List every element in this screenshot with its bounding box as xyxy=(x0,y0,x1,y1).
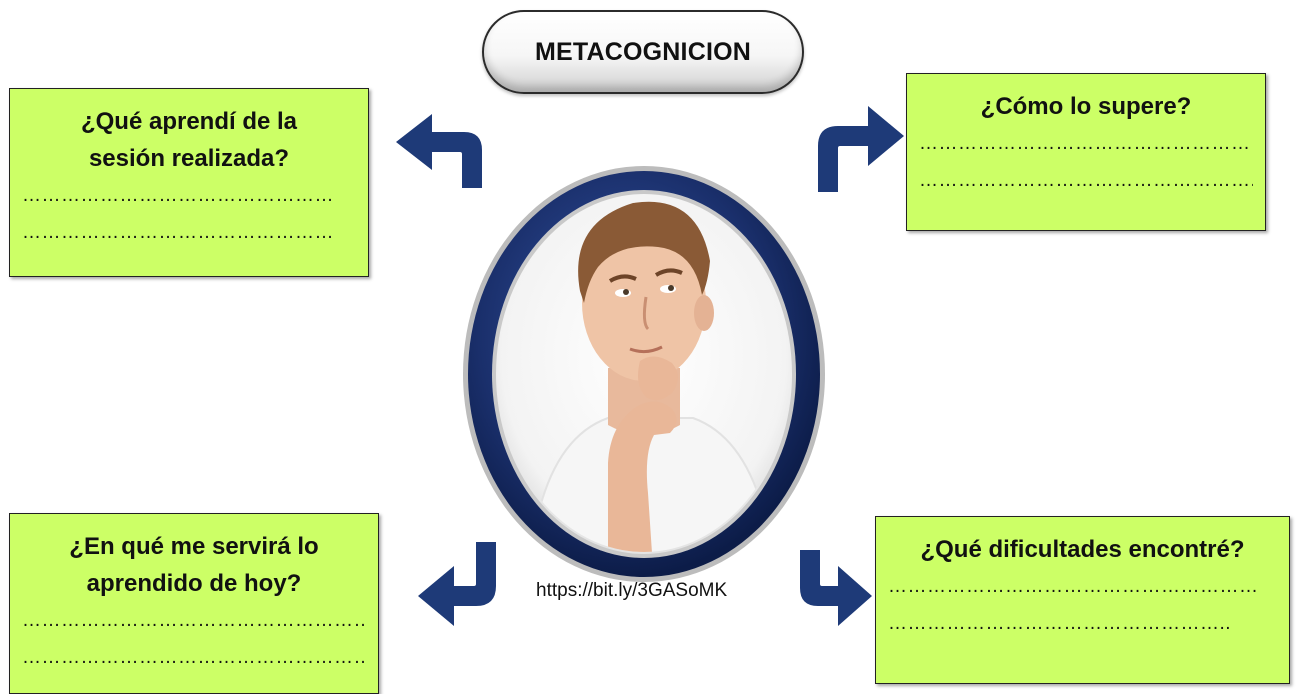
question-box-how-useful: ¿En qué me servirá lo aprendido de hoy? … xyxy=(9,513,379,694)
arrow-to-top-right-icon xyxy=(818,106,904,192)
resource-link[interactable]: https://bit.ly/3GASoMK xyxy=(536,580,728,601)
question-line: sesión realizada? xyxy=(88,145,290,172)
question-line: ¿Qué aprendí de la xyxy=(80,108,298,135)
question-line: aprendido de hoy? xyxy=(86,570,302,597)
answer-line: ………………………………………………… xyxy=(22,610,366,631)
answer-line: ………………………………………………… xyxy=(888,576,1259,597)
title: METACOGNICION xyxy=(534,37,751,66)
answer-line: …………………………………………….. xyxy=(888,613,1232,634)
title-pill: METACOGNICION xyxy=(482,10,804,94)
answer-line: …………………………………………….. xyxy=(919,170,1253,191)
thinking-person-portrait-icon xyxy=(463,166,825,582)
question-line: ¿Cómo lo supere? xyxy=(980,93,1192,120)
question-box-what-learned: ¿Qué aprendí de la sesión realizada? ………… xyxy=(9,88,369,277)
arrow-to-bottom-left-icon xyxy=(418,542,496,626)
arrow-to-top-left-icon xyxy=(396,114,482,188)
question-box-difficulties: ¿Qué dificultades encontré? ………………………………… xyxy=(875,516,1290,684)
question-box-how-overcame: ¿Cómo lo supere? ……………………………………………… …………… xyxy=(906,73,1266,231)
question-line: ¿En qué me servirá lo xyxy=(69,533,319,560)
question-line: ¿Qué dificultades encontré? xyxy=(920,536,1245,563)
answer-line: ……………………………………………… xyxy=(919,133,1253,154)
arrow-to-bottom-right-icon xyxy=(800,550,872,626)
answer-line: ……………………………………………….. xyxy=(22,647,366,668)
answer-line: ………………………………………… xyxy=(22,222,334,243)
answer-line: ………………………………………… xyxy=(22,185,334,206)
